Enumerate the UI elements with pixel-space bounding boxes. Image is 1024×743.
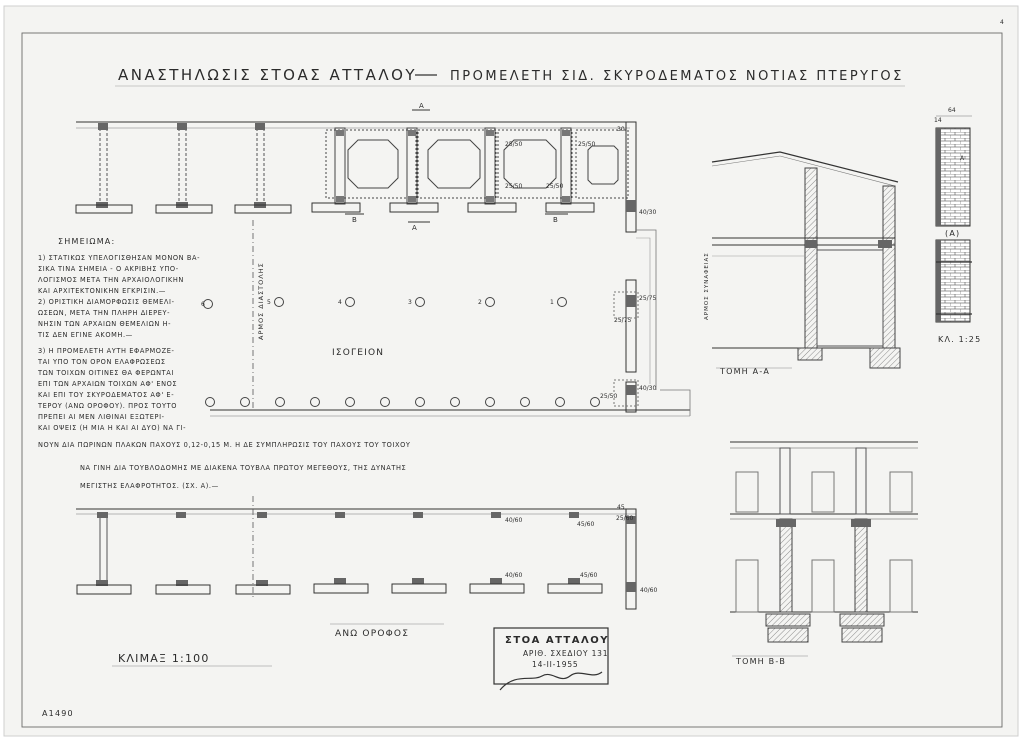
beam-label: 25/50	[505, 183, 522, 190]
detail-label: (Α)	[945, 229, 960, 238]
note-line: ΚΑΙ ΑΡΧΙΤΕΚΤΟΝΙΚΗΝ ΕΓΚΡΙΣΙΝ.—	[38, 287, 166, 295]
left-piers	[75, 123, 292, 214]
colonnade-columns	[205, 397, 600, 407]
column-number: 3	[408, 299, 412, 306]
ground-floor-plan: 30 25/50 25/50 25/50 25/50 40/30 25/75 4…	[75, 102, 691, 417]
drawing-frame	[21, 32, 1003, 728]
notes-block: ΣΗΜΕΙΩΜΑ: 1) ΣΤΑΤΙΚΩΣ ΥΠΕΛΟΓΙΣΘΗΣΑΝ ΜΟΝΟ…	[37, 237, 411, 490]
note-line: ΛΟΓΙΣΜΟΣ ΜΕΤΑ ΤΗΝ ΑΡΧΑΙΟΛΟΓΙΚΗΝ	[38, 276, 184, 284]
note-wide-line: ΝΑ ΓΙΝΗ ΔΙΑ ΤΟΥΒΛΟΔΟΜΗΣ ΜΕ ΔΙΑΚΕΝΑ ΤΟΥΒΛ…	[80, 464, 406, 472]
title-sub: ΠΡΟΜΕΛΕΤΗ ΣΙΔ. ΣΚΥΡΟΔΕΜΑΤΟΣ ΝΟΤΙΑΣ ΠΤΕΡΥ…	[450, 69, 904, 84]
right-walls	[613, 121, 657, 413]
note-line: ΠΡΕΠΕΙ ΑΙ ΜΕΝ ΛΙΘΙΝΑΙ ΕΞΩΤΕΡΙ-	[38, 413, 165, 421]
detail-mark: Α	[960, 155, 965, 162]
column-number: 2	[478, 299, 482, 306]
section-aa: ΤΟΜΗ Α-Α ΑΡΜΟΣ ΣΥΝΑΦΕΙΑΣ	[704, 151, 901, 376]
title-stamp: ΣΤΟΑ ΑΤΤΑΛΟΥ ΑΡΙΘ. ΣΧΕΔΙΟΥ 131 14-II-195…	[493, 627, 609, 691]
beam-label: 40/60	[505, 517, 522, 524]
beam-label: 25/75	[639, 295, 656, 302]
beam-label: 40/60	[640, 587, 657, 594]
beam-label: 40/30	[639, 385, 656, 392]
note-line: ΤΩΝ ΤΟΙΧΩΝ ΟΙΤΙΝΕΣ ΘΑ ΦΕΡΩΝΤΑΙ	[37, 369, 174, 377]
archive-id: Α1490	[42, 709, 74, 718]
section-aa-vertical-label: ΑΡΜΟΣ ΣΥΝΑΦΕΙΑΣ	[704, 252, 710, 320]
column-number: 5	[267, 299, 271, 306]
note-line: ΤΙΣ ΔΕΝ ΕΓΙΝΕ ΑΚΟΜΗ.—	[37, 331, 133, 339]
detail-dim: 64	[948, 107, 956, 114]
note-line: ΚΑΙ ΕΠΙ ΤΟΥ ΣΚΥΡΟΔΕΜΑΤΟΣ ΑΦ' Ε-	[38, 391, 174, 399]
section-bb-label: ΤΟΜΗ Β-Β	[735, 657, 786, 666]
note-line: ΚΑΙ ΟΨΕΙΣ (Η ΜΙΑ Η ΚΑΙ ΑΙ ΔΥΟ) ΝΑ ΓΙ-	[38, 424, 186, 432]
note-line: ΣΙΚΑ ΤΙΝΑ ΣΗΜΕΙΑ - Ο ΑΚΡΙΒΗΣ ΥΠΟ-	[38, 265, 179, 273]
beam-label: 40/30	[639, 209, 656, 216]
beam-label: 25/75	[614, 317, 631, 324]
expansion-joint-label: ΑΡΜΟΣ ΔΙΑΣΤΟΛΗΣ	[257, 262, 265, 340]
beam-label: 25/50	[546, 183, 563, 190]
plan-corner	[660, 389, 691, 416]
stamp-drawing-no: ΑΡΙΘ. ΣΧΕΔΙΟΥ 131	[523, 649, 608, 658]
note-line: 3) Η ΠΡΟΜΕΛΕΤΗ ΑΥΤΗ ΕΦΑΡΜΟΖΕ-	[38, 347, 174, 355]
beam-label: 45	[617, 504, 625, 511]
section-aa-label: ΤΟΜΗ Α-Α	[719, 367, 770, 376]
signature	[499, 671, 603, 691]
beam-label: 25/50	[505, 141, 522, 148]
note-line: ΕΠΙ ΤΩΝ ΑΡΧΑΙΩΝ ΤΟΙΧΩΝ ΑΦ' ΕΝΟΣ	[38, 380, 177, 388]
section-mark-b-right: Β	[553, 216, 559, 224]
coffered-panels	[311, 127, 629, 213]
section-bb: ΤΟΜΗ Β-Β	[730, 441, 918, 666]
beam-label: 45/60	[577, 521, 594, 528]
beam-label: 25/50	[600, 393, 617, 400]
detail-scale: ΚΛ. 1:25	[938, 335, 981, 344]
beam-label: 25/50	[578, 141, 595, 148]
note-wide-line: ΝΟΥΝ ΔΙΑ ΠΩΡΙΝΩΝ ΠΛΑΚΩΝ ΠΑΧΟΥΣ 0,12-0,15…	[38, 441, 411, 449]
stamp-date: 14-II-1955	[532, 660, 578, 669]
note-line: 2) ΟΡΙΣΤΙΚΗ ΔΙΑΜΟΡΦΩΣΙΣ ΘΕΜΕΛΙ-	[38, 298, 175, 306]
beam-label: 30	[617, 126, 625, 133]
sheet-number: 4	[1000, 19, 1004, 26]
detail-a: 64 14 Α (Α) ΚΛ. 1:25	[934, 107, 981, 344]
notes-heading: ΣΗΜΕΙΩΜΑ:	[58, 237, 115, 246]
stamp-title: ΣΤΟΑ ΑΤΤΑΛΟΥ	[505, 635, 609, 646]
column-number: 4	[338, 299, 342, 306]
upper-floor-label: ΑΝΩ ΟΡΟΦΟΣ	[335, 629, 409, 639]
note-line: ΤΕΡΟΥ (ΑΝΩ ΟΡΟΦΟΥ). ΠΡΟΣ ΤΟΥΤΟ	[37, 402, 177, 410]
interior-columns	[203, 297, 567, 309]
column-number: 6	[201, 301, 205, 308]
beam-label: 45/60	[580, 572, 597, 579]
note-line: ΝΗΣΙΝ ΤΩΝ ΑΡΧΑΙΩΝ ΘΕΜΕΛΙΩΝ Η-	[38, 320, 171, 328]
beam-label: 40/60	[505, 572, 522, 579]
section-mark-a-bottom: Α	[412, 224, 418, 232]
detail-dim: 14	[934, 117, 942, 124]
scale-label: ΚΛΙΜΑΞ 1:100	[118, 652, 210, 665]
section-mark-a-top: Α	[419, 102, 425, 110]
beam-label: 25/60	[616, 515, 633, 522]
note-line: ΤΑΙ ΥΠΟ ΤΟΝ ΟΡΟΝ ΕΛΑΦΡΩΣΕΩΣ	[37, 358, 166, 366]
note-line: ΩΣΕΩΝ, ΜΕΤΑ ΤΗΝ ΠΛΗΡΗ ΔΙΕΡΕΥ-	[38, 309, 170, 317]
column-number: 1	[550, 299, 554, 306]
note-wide-line: ΜΕΓΙΣΤΗΣ ΕΛΑΦΡΟΤΗΤΟΣ. (ΣΧ. Α).—	[80, 482, 219, 490]
note-line: 1) ΣΤΑΤΙΚΩΣ ΥΠΕΛΟΓΙΣΘΗΣΑΝ ΜΟΝΟΝ ΒΑ-	[38, 254, 200, 262]
section-mark-b-left: Β	[352, 216, 358, 224]
ground-floor-label: ΙΣΟΓΕΙΟΝ	[332, 348, 384, 358]
title-main: ΑΝΑΣΤΗΛΩΣΙΣ ΣΤΟΑΣ ΑΤΤΑΛΟΥ	[118, 66, 417, 84]
upper-floor-plan: ΑΝΩ ΟΡΟΦΟΣ	[76, 496, 637, 639]
